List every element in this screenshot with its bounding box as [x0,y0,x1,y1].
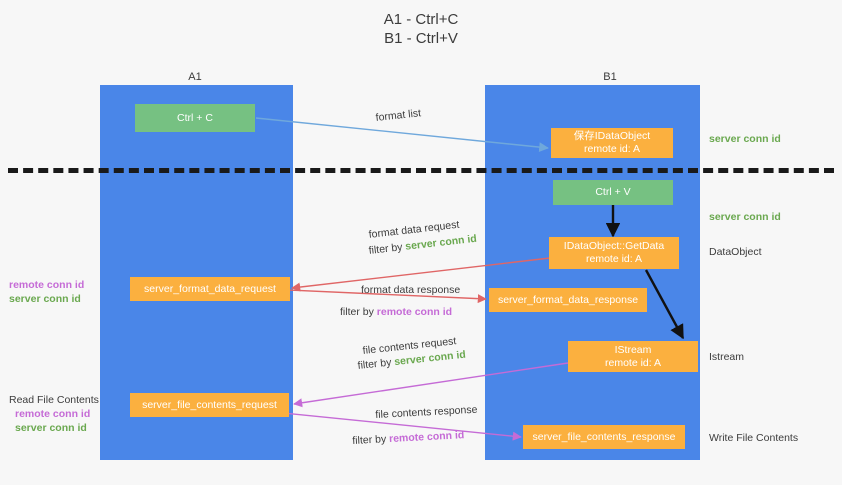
node-idataobject-getdata[interactable]: IDataObject::GetData remote id: A [549,237,679,269]
lane-a1-title: A1 [188,71,202,83]
edge-label-format-list-text: format list [375,107,422,124]
node-server-file-contents-response[interactable]: server_file_contents_response [523,425,685,449]
left-note-server-conn-id: server conn id [15,422,87,434]
filter-prefix: filter by [357,356,395,372]
node-server-file-contents-response-label: server_file_contents_response [532,430,676,443]
node-ctrl-c[interactable]: Ctrl + C [135,104,255,132]
node-idataobject-getdata-label: IDataObject::GetData [563,240,665,252]
filter-remote-conn-id: remote conn id [376,306,453,318]
left-note-conn-ids-format: remote conn id server conn id [9,278,84,306]
node-server-file-contents-request[interactable]: server_file_contents_request [130,393,289,417]
edge-label-file-contents-response: file contents response [375,403,478,422]
node-server-format-data-request[interactable]: server_format_data_request [130,277,290,301]
filter-prefix: filter by [340,306,377,318]
node-save-idataobject-label: 保存IDataObject [573,130,651,142]
edge-label-file-contents-response-filter: filter by remote conn id [352,428,465,448]
edge-label-format-data-response-filter: filter by remote conn id [340,305,452,319]
node-istream[interactable]: IStream remote id: A [568,341,698,372]
node-istream-sublabel: remote id: A [604,356,662,369]
right-note-server-conn-id-top: server conn id [709,133,781,145]
phase-separator [8,168,834,173]
node-save-idataobject-sublabel: remote id: A [583,143,641,155]
node-ctrl-c-label: Ctrl + C [177,111,213,124]
page-title: A1 - Ctrl+C B1 - Ctrl+V [383,11,459,47]
node-server-format-data-request-label: server_format_data_request [144,282,276,295]
edge-label-format-list: format list [375,106,422,125]
node-ctrl-v-label: Ctrl + V [595,186,631,198]
edge-label-format-data-response-text: format data response [361,284,461,296]
filter-remote-conn-id: remote conn id [388,429,465,446]
node-ctrl-v[interactable]: Ctrl + V [553,180,673,205]
left-note-remote-conn-id: remote conn id [15,408,91,420]
node-server-format-data-response[interactable]: server_format_data_response [489,288,647,312]
edge-label-file-contents-response-text: file contents response [375,403,478,421]
right-note-server-conn-id-second: server conn id [709,211,781,223]
right-note-write-file-contents: Write File Contents [709,432,799,444]
left-note-read-file-contents: Read File Contents remote conn id server… [9,393,99,435]
left-note-remote-conn-id: remote conn id [9,279,85,291]
node-save-idataobject[interactable]: 保存IDataObject remote id: A [551,128,673,158]
left-note-read-file-contents-heading: Read File Contents [9,394,99,406]
edge-label-format-data-response: format data response [361,283,460,297]
node-server-format-data-response-label: server_format_data_response [497,293,639,306]
node-server-file-contents-request-label: server_file_contents_request [142,398,277,411]
node-istream-label: IStream [614,343,652,356]
lane-b1-title: B1 [603,71,617,83]
left-note-server-conn-id: server conn id [9,293,81,305]
right-note-istream: Istream [709,351,745,363]
filter-prefix: filter by [352,433,390,447]
filter-prefix: filter by [368,240,407,257]
right-note-dataobject: DataObject [709,246,762,258]
node-idataobject-getdata-sublabel: remote id: A [585,253,643,265]
